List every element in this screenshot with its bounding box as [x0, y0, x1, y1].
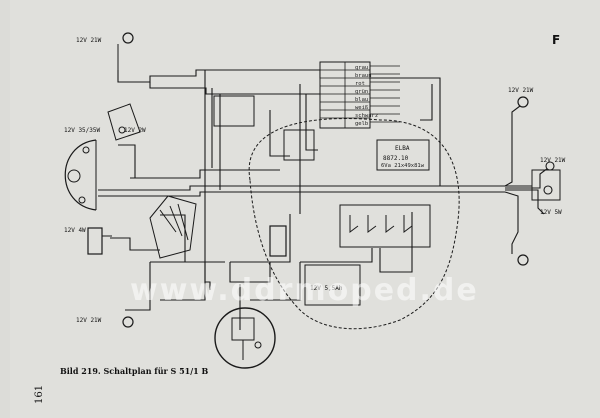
headlamp — [64, 139, 97, 211]
label-pilot-lamp: 12V 4W — [64, 227, 86, 234]
lamp-right-mid — [543, 161, 555, 195]
svg-text:grau: grau — [355, 65, 368, 71]
lamp-bottom-left — [122, 316, 134, 328]
battery — [304, 264, 361, 306]
frame-outline — [248, 118, 460, 330]
lamp-right-top — [517, 96, 529, 108]
svg-text:rot: rot — [355, 81, 365, 87]
switch-box — [283, 129, 315, 161]
label-lamp-bottom-left: 12V 21W — [76, 317, 102, 324]
watermark: www.ddrmoped.de — [130, 273, 479, 308]
elba-spec: 6Va 21x49x81w — [381, 163, 425, 169]
ignition-coil — [269, 225, 287, 257]
speedometer — [107, 103, 141, 141]
corner-letter: F — [552, 33, 560, 47]
svg-text:schwarz: schwarz — [355, 113, 378, 119]
lamp-right-low — [517, 254, 529, 266]
svg-text:blau: blau — [355, 97, 368, 103]
horn — [87, 227, 112, 255]
tail-lamp-housing — [505, 169, 561, 201]
label-speedo-lamp: 12V 2W — [124, 127, 146, 134]
figure-caption: Bild 219. Schaltplan für S 51/1 B — [60, 366, 209, 376]
label-lamp-right-mid: 12V 21W — [540, 157, 566, 164]
magneto-generator — [214, 307, 276, 369]
svg-text:braun: braun — [355, 73, 372, 79]
lamp-top-left — [117, 32, 134, 70]
battery-label: 12V 5,5Ah — [310, 285, 343, 292]
svg-text:weiß: weiß — [355, 105, 369, 111]
label-lamp-right-top: 12V 21W — [508, 87, 534, 94]
fuse-relay-block — [339, 204, 431, 248]
handlebar-switch — [149, 195, 197, 259]
elba-part-number: 8872.10 — [383, 155, 409, 162]
terminal-block-top — [319, 61, 400, 129]
elba-regulator — [376, 139, 430, 171]
label-lamp-right-low: 12V 5W — [540, 209, 562, 216]
flasher-relay — [213, 95, 255, 127]
svg-text:gelb: gelb — [355, 121, 368, 127]
label-lamp-top-left: 12V 21W — [76, 37, 102, 44]
svg-text:grün: grün — [355, 89, 368, 95]
label-headlamp: 12V 35/35W — [64, 127, 101, 134]
elba-title: ELBA — [395, 145, 410, 152]
page-number: 161 — [34, 385, 45, 404]
